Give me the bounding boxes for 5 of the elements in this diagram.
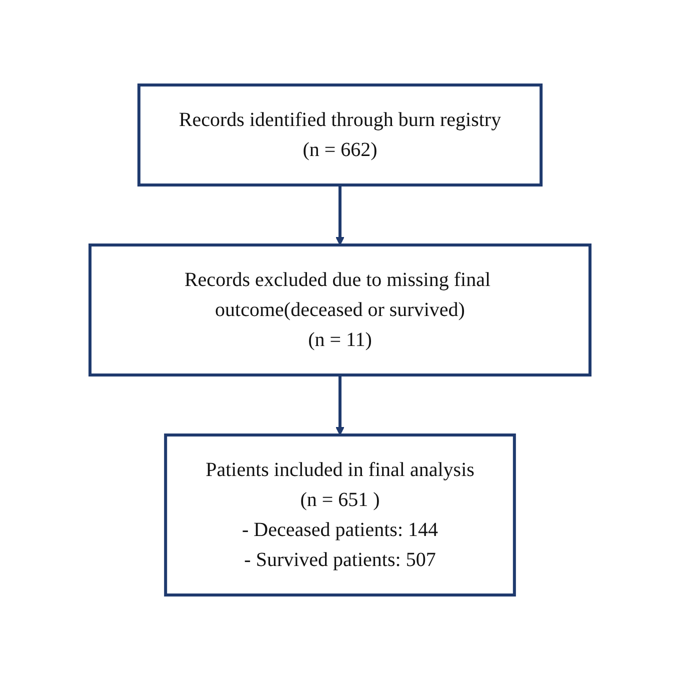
arrow	[336, 185, 344, 246]
node-box: Patients included in final analysis (n = 651 ) - Deceased patients: 144 - Survived patients: 507	[164, 434, 516, 596]
node-box: Records excluded due to missing final outcome(deceased or survived) (n = 11)	[88, 244, 592, 376]
arrow	[336, 375, 344, 436]
node-box: Records identified through burn registry (n = 662)	[137, 84, 543, 186]
